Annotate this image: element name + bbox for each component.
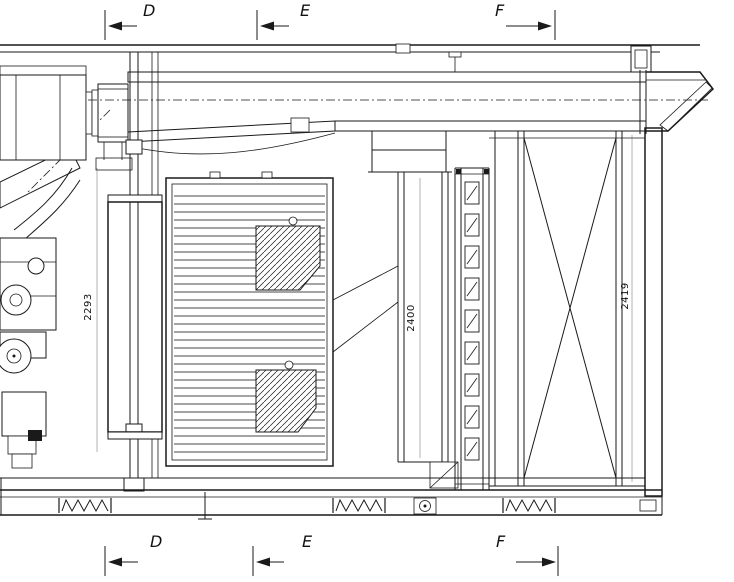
mount-pad — [28, 430, 42, 441]
air-guide — [332, 265, 399, 301]
hose-curve — [13, 167, 73, 231]
vibration-isolator — [58, 497, 112, 514]
duct-bottom-wall — [334, 120, 647, 132]
right-wall — [644, 127, 663, 497]
section-label-e-top: E — [300, 1, 311, 20]
section-label-f-top: F — [495, 1, 505, 20]
right-braced-frame: 2419 — [489, 130, 645, 487]
vibration-isolator — [502, 497, 556, 514]
discharge-unit: 2400 — [368, 131, 459, 489]
bracket-pin — [284, 360, 294, 370]
radiator-core — [165, 171, 399, 467]
louver-cap-top — [107, 194, 163, 203]
section-arrow-f-top — [538, 21, 552, 31]
left-louver-panel: 2293 — [83, 168, 163, 452]
section-label-d-bottom: D — [150, 532, 162, 551]
bellows-middle — [371, 149, 447, 173]
base-end-plate — [639, 499, 657, 512]
section-arrow-d-bottom — [108, 557, 122, 567]
hose-curve — [23, 179, 81, 241]
section-markers-top: D E F — [104, 1, 556, 40]
louver-cap-bottom — [107, 431, 163, 440]
post-foot — [123, 477, 145, 492]
section-arrow-e-top — [260, 21, 274, 31]
silencer-box — [0, 74, 87, 161]
bracket-pin — [288, 216, 298, 226]
flange — [85, 91, 93, 135]
engine-block — [0, 237, 57, 331]
exhaust-nozzle — [646, 71, 715, 132]
frame-posts — [123, 52, 159, 492]
post-plate — [125, 139, 143, 155]
louver-lattice — [107, 201, 163, 433]
section-arrow-e-bottom — [256, 557, 270, 567]
section-arrow-d-top — [108, 21, 122, 31]
dimension-2400-label: 2400 — [406, 304, 417, 331]
section-label-f-bottom: F — [496, 532, 506, 551]
louver-blade-column — [454, 167, 490, 491]
exhaust-duct — [0, 65, 715, 171]
dimension-2293-label: 2293 — [83, 293, 94, 320]
section-label-d-top: D — [143, 1, 155, 20]
cross-brace — [523, 137, 617, 479]
bellows-left — [97, 83, 129, 143]
air-guide — [332, 301, 399, 353]
beam-clamp — [395, 43, 411, 54]
section-label-e-bottom: E — [302, 532, 313, 551]
duct-transition — [127, 120, 336, 143]
dimension-2419-label: 2419 — [620, 282, 631, 309]
duct-support-tab — [290, 117, 310, 133]
section-markers-bottom: D E F — [104, 532, 559, 576]
vibration-isolator — [332, 497, 386, 514]
top-beam — [0, 43, 700, 73]
duct-top-wall — [127, 71, 647, 83]
section-arrow-f-bottom — [542, 557, 556, 567]
engine-mount — [1, 391, 47, 437]
engine-assembly — [0, 109, 111, 469]
base-frame — [0, 477, 663, 520]
wall-hatched — [644, 127, 663, 497]
flange-circle — [0, 284, 32, 316]
